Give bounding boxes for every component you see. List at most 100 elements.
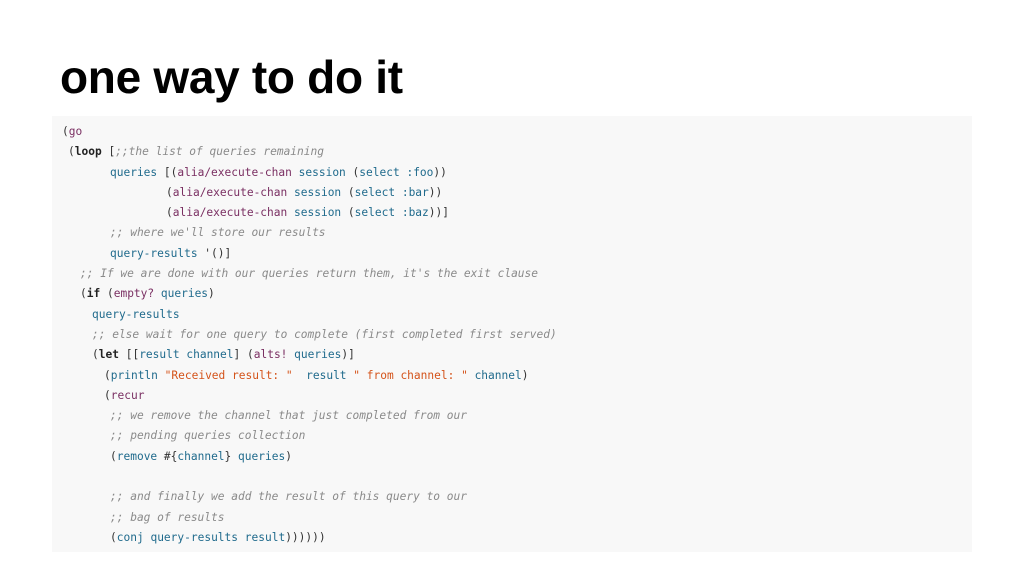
- code-token: [154, 287, 161, 300]
- code-token: ;; bag of results: [110, 510, 225, 524]
- code-line: (remove #{channel} queries): [52, 447, 557, 467]
- code-token: if: [86, 287, 101, 301]
- code-token: query-results: [110, 246, 198, 260]
- code-line: ;; we remove the channel that just compl…: [52, 406, 557, 426]
- code-token: println: [110, 368, 158, 382]
- code-token: queries: [110, 165, 158, 179]
- code-token: ] (: [233, 348, 254, 362]
- code-token: " from channel: ": [353, 368, 468, 382]
- code-token: select: [354, 185, 396, 199]
- code-line: (alia/execute-chan session (select :baz)…: [52, 203, 557, 223]
- code-token: [293, 369, 306, 382]
- code-token: [287, 206, 294, 219]
- code-token: queries: [294, 348, 342, 362]
- code-token: '()]: [197, 246, 232, 260]
- code-token: )): [433, 165, 447, 179]
- code-token: conj: [116, 530, 144, 544]
- code-line: (if (empty? queries): [52, 284, 557, 304]
- code-token: ))]: [428, 206, 449, 220]
- code-token: ;; pending queries collection: [110, 429, 306, 443]
- code-token: #{: [157, 449, 178, 463]
- code-token: :baz: [401, 206, 429, 220]
- code-token: ;; else wait for one query to complete (…: [92, 327, 557, 341]
- code-token: select: [354, 206, 396, 220]
- code-token: (: [80, 287, 87, 301]
- code-token: select: [359, 165, 400, 179]
- code-token: ): [285, 449, 292, 463]
- code-line: (println "Received result: " result " fr…: [52, 366, 557, 386]
- code-token: [292, 166, 299, 179]
- code-panel: (go(loop [;;the list of queries remainin…: [52, 116, 972, 552]
- code-line: [52, 467, 557, 487]
- code-token: alts!: [253, 348, 288, 362]
- code-line: ;; If we are done with our queries retur…: [52, 264, 557, 284]
- code-token: go: [68, 125, 83, 138]
- code-token: query-results: [150, 530, 239, 544]
- code-token: alia/execute-chan: [177, 165, 292, 179]
- code-line: ;; bag of results: [52, 508, 557, 528]
- code-token: (: [100, 287, 114, 301]
- code-token: [: [101, 145, 116, 159]
- code-token: [(: [157, 165, 178, 179]
- code-token: (: [68, 145, 75, 159]
- code-token: alia/execute-chan: [172, 185, 288, 199]
- code-token: ): [521, 368, 529, 382]
- code-token: result: [306, 368, 347, 382]
- code-line: (loop [;;the list of queries remaining: [52, 142, 557, 162]
- code-token: "Received result: ": [164, 368, 293, 382]
- code-token: queries: [238, 449, 286, 463]
- code-token: ;; where we'll store our results: [110, 226, 326, 240]
- code-token: [158, 369, 165, 382]
- code-token: :foo: [406, 165, 434, 179]
- code-token: ;;the list of queries remaining: [115, 145, 324, 159]
- code-token: )): [428, 185, 443, 199]
- code-token: (: [345, 165, 360, 179]
- code-token: [395, 186, 402, 199]
- code-token: (: [166, 206, 173, 220]
- code-token: (: [62, 125, 69, 138]
- code-token: empty?: [113, 287, 155, 301]
- code-token: (: [341, 185, 355, 199]
- code-token: (: [104, 368, 111, 382]
- code-token: )))))): [285, 530, 326, 544]
- code-block: (go(loop [;;the list of queries remainin…: [52, 122, 557, 548]
- code-token: channel: [186, 348, 234, 362]
- code-line: (recur: [52, 386, 557, 406]
- code-line: ;; where we'll store our results: [52, 223, 557, 243]
- code-token: [468, 369, 475, 382]
- code-token: session: [294, 185, 342, 199]
- code-token: ;; and finally we add the result of this…: [110, 490, 467, 504]
- code-line: ;; else wait for one query to complete (…: [52, 325, 557, 345]
- code-token: (: [110, 449, 117, 463]
- code-token: query-results: [92, 307, 180, 321]
- code-token: (: [104, 388, 111, 402]
- code-token: )]: [341, 348, 355, 362]
- code-token: [287, 186, 294, 199]
- code-token: ;; we remove the channel that just compl…: [110, 409, 467, 423]
- code-token: }: [224, 449, 239, 463]
- code-token: ): [208, 287, 215, 301]
- code-line: (let [[result channel] (alts! queries)]: [52, 345, 557, 365]
- code-token: session: [298, 165, 346, 179]
- code-line: queries [(alia/execute-chan session (sel…: [52, 163, 557, 183]
- code-token: queries: [160, 287, 209, 301]
- code-token: ;; If we are done with our queries retur…: [80, 267, 539, 281]
- code-token: :bar: [401, 185, 429, 199]
- code-token: [395, 206, 402, 219]
- code-token: let: [98, 348, 119, 362]
- code-token: [238, 531, 245, 544]
- code-line: (alia/execute-chan session (select :bar)…: [52, 183, 557, 203]
- code-token: result: [244, 530, 286, 544]
- code-token: (: [92, 348, 99, 362]
- code-token: recur: [110, 388, 145, 402]
- code-line: query-results '()]: [52, 244, 557, 264]
- code-token: channel: [474, 368, 522, 382]
- code-line: (go: [52, 122, 557, 142]
- code-token: (: [166, 185, 173, 199]
- code-token: session: [294, 206, 342, 220]
- code-token: (: [110, 530, 117, 544]
- code-line: ;; and finally we add the result of this…: [52, 487, 557, 507]
- slide-title: one way to do it: [60, 51, 403, 103]
- code-token: result: [139, 348, 180, 362]
- code-token: [[: [118, 348, 140, 362]
